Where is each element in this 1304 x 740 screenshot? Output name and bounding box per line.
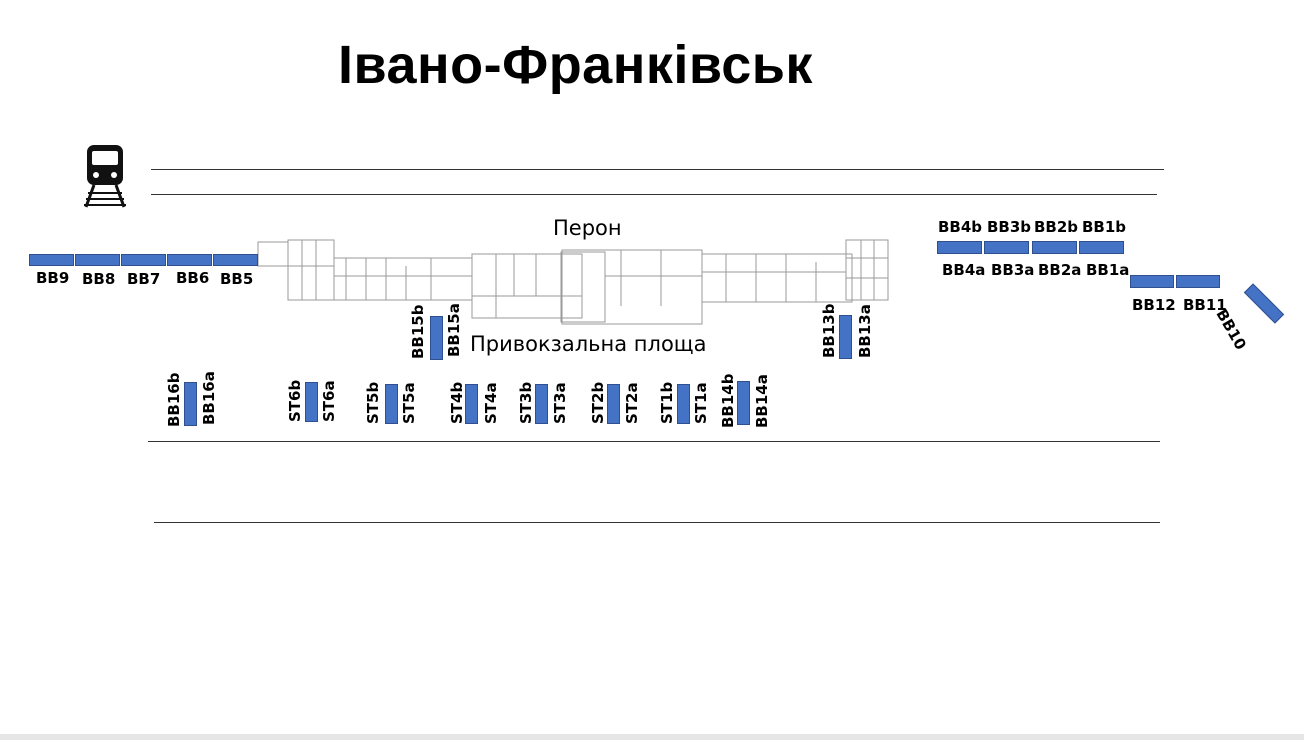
slot-label: BB2a [1038,261,1082,279]
slot-bb13[interactable] [839,315,852,359]
slot-bb8[interactable] [75,254,120,266]
slot-label: ST3a [551,382,569,424]
slot-label: ST5b [364,381,382,424]
slot-bb14[interactable] [737,381,750,425]
road-line-upper [148,441,1160,442]
slot-bb11[interactable] [1176,275,1220,288]
track-line-top [151,169,1164,170]
slot-label: BB1a [1086,261,1130,279]
slot-label: ST5a [400,382,418,424]
slot-label: BB3a [991,261,1035,279]
slot-label: ST1b [658,381,676,424]
slot-bb7[interactable] [121,254,166,266]
slot-bb16[interactable] [184,382,197,426]
slot-bb2[interactable] [1032,241,1077,254]
slot-label: ST1a [692,382,710,424]
track-line-second [151,194,1157,195]
slot-label: BB4a [942,261,986,279]
slot-label: ST4a [482,382,500,424]
slot-label: BB13b [820,303,838,358]
slot-label: BB4b [938,218,983,236]
slot-label: BB16a [200,371,218,425]
slot-bb3[interactable] [984,241,1029,254]
slot-label: BB7 [127,270,161,288]
slot-label: ST4b [448,381,466,424]
page-title: Івано-Франківськ [338,35,813,95]
road-line-lower [154,522,1160,523]
square-label: Привокзальна площа [470,332,707,356]
slot-st1[interactable] [677,384,690,424]
slot-label: BB10 [1212,306,1250,353]
slot-bb10[interactable] [1243,283,1285,324]
slot-label: BB3b [987,218,1032,236]
slot-label: BB15b [409,304,427,359]
slot-st3[interactable] [535,384,548,424]
slot-bb12[interactable] [1130,275,1174,288]
slot-label: BB8 [82,270,116,288]
slot-st4[interactable] [465,384,478,424]
slot-label: BB13a [856,304,874,358]
station-building-plan [257,239,889,325]
slot-label: BB11 [1183,296,1227,314]
slot-label: ST2a [623,382,641,424]
slot-st6[interactable] [305,382,318,422]
slot-label: BB15a [445,303,463,357]
bottom-scrollbar-strip [0,734,1304,740]
slot-label: ST6a [320,380,338,422]
slot-bb6[interactable] [167,254,212,266]
slot-bb4[interactable] [937,241,982,254]
slot-label: BB12 [1132,296,1176,314]
slot-label: ST3b [517,381,535,424]
slot-label: BB9 [36,269,70,287]
slot-label: BB1b [1082,218,1127,236]
slot-st5[interactable] [385,384,398,424]
slot-bb9[interactable] [29,254,74,266]
slot-label: ST2b [589,381,607,424]
platform-label: Перон [553,216,622,240]
train-icon [82,143,128,214]
slot-label: BB14b [719,373,737,428]
slot-label: BB5 [220,270,254,288]
slot-label: BB2b [1034,218,1079,236]
slot-bb15[interactable] [430,316,443,360]
slot-st2[interactable] [607,384,620,424]
slot-label: BB6 [176,269,210,287]
slot-bb1[interactable] [1079,241,1124,254]
slot-bb5[interactable] [213,254,258,266]
slot-label: BB14a [753,374,771,428]
slot-label: ST6b [286,379,304,422]
slot-label: BB16b [165,372,183,427]
